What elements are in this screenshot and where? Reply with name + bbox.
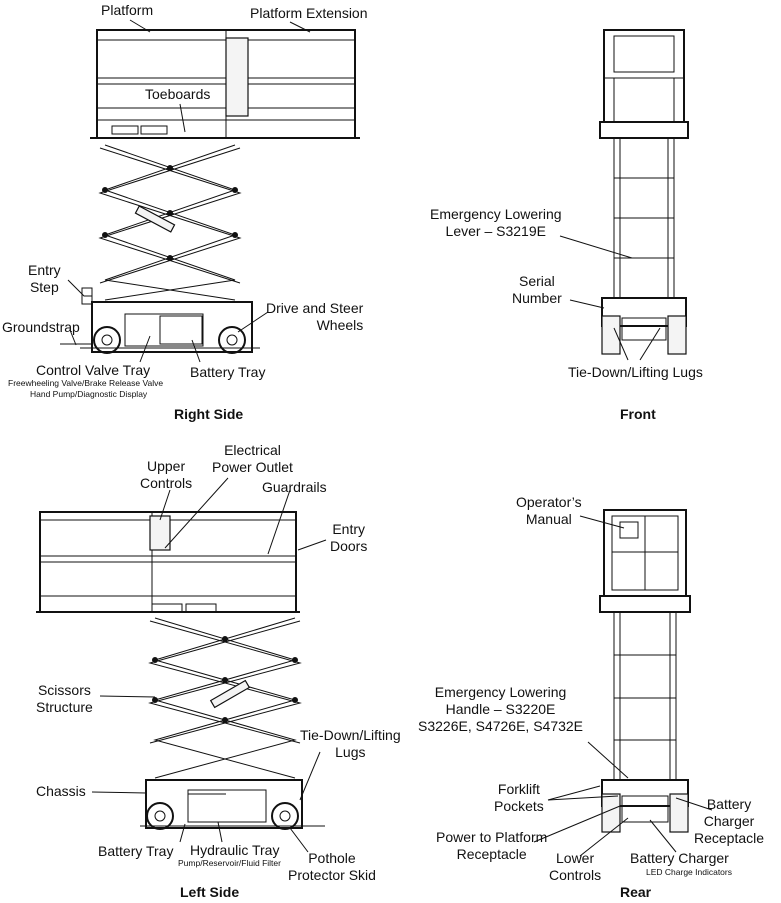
serial-number-label: Serial Number: [512, 273, 562, 306]
entry-doors-label: Entry Doors: [330, 521, 368, 554]
battery-charger-label: Battery Charger: [630, 850, 729, 866]
emergency-lowering-handle-label: Emergency Lowering Handle – S3220E S3226…: [418, 684, 584, 734]
power-to-platform-label: Power to Platform Receptacle: [436, 829, 548, 862]
toeboards-label: Toeboards: [145, 86, 211, 102]
left-side-drawing: [36, 511, 325, 830]
operators-manual-label: Operator’s Manual: [516, 494, 582, 527]
right-side-drawing: [60, 29, 360, 354]
chassis-label: Chassis: [36, 783, 86, 799]
forklift-pockets-label: Forklift Pockets: [494, 781, 544, 814]
guardrails-label: Guardrails: [262, 479, 327, 495]
caption-front: Front: [620, 406, 656, 422]
battery-charger-receptacle-label: Battery Charger Receptacle: [694, 796, 765, 846]
caption-rear: Rear: [620, 884, 652, 900]
entry-step-label: Entry Step: [28, 262, 61, 295]
pothole-protector-label: Pothole Protector Skid: [288, 850, 376, 883]
hydraulic-tray-sub: Pump/Reservoir/Fluid Filter: [178, 858, 281, 868]
battery-charger-sub: LED Charge Indicators: [646, 867, 732, 877]
drive-steer-wheels-label: Drive and Steer Wheels: [266, 300, 364, 333]
tie-down-left-label: Tie-Down/Lifting Lugs: [300, 727, 401, 760]
front-drawing: [599, 29, 689, 355]
battery-tray-right-label: Battery Tray: [190, 364, 266, 380]
leader-lines: [67, 19, 713, 857]
tie-down-front-label: Tie-Down/Lifting Lugs: [568, 364, 703, 380]
scissors-structure-label: Scissors Structure: [36, 682, 93, 715]
control-valve-sub-2: Hand Pump/Diagnostic Display: [30, 389, 148, 399]
battery-tray-left-label: Battery Tray: [98, 843, 174, 859]
electrical-power-outlet-label: Electrical Power Outlet: [212, 442, 293, 475]
lower-controls-label: Lower Controls: [549, 850, 602, 883]
control-valve-sub-1: Freewheeling Valve/Brake Release Valve: [8, 378, 164, 388]
caption-left-side: Left Side: [180, 884, 240, 900]
control-valve-tray-label: Control Valve Tray: [36, 362, 151, 378]
platform-extension-label: Platform Extension: [250, 5, 368, 21]
rear-drawing: [599, 509, 691, 833]
platform-label: Platform: [101, 2, 154, 18]
upper-controls-label: Upper Controls: [140, 458, 193, 491]
hydraulic-tray-label: Hydraulic Tray: [190, 842, 280, 858]
caption-right-side: Right Side: [174, 406, 244, 422]
emergency-lowering-lever-label: Emergency Lowering Lever – S3219E: [430, 206, 562, 239]
groundstrap-label: Groundstrap: [2, 319, 80, 335]
